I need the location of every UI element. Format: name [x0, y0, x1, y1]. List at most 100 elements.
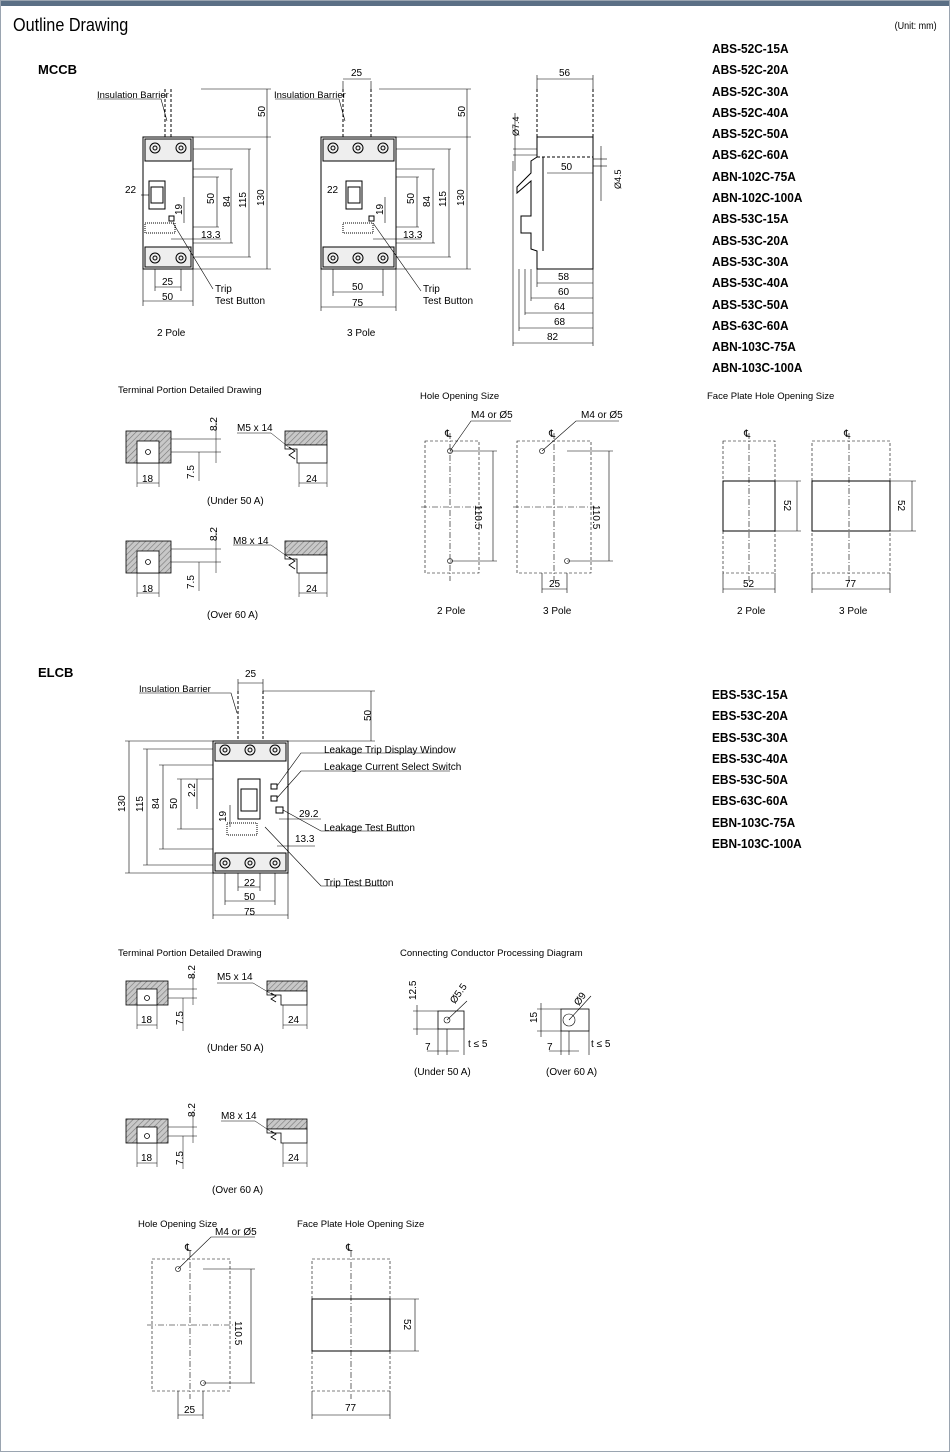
- insulation-barrier-label: Insulation Barrier: [139, 684, 211, 695]
- elcb-terminal-over60: [125, 1111, 308, 1169]
- elcb-heading: ELCB: [38, 665, 73, 680]
- centerline-icon: ℄: [444, 429, 452, 440]
- dim-label: 84: [422, 195, 433, 207]
- dim-label: 7: [425, 1042, 431, 1053]
- mccb-side-view: [516, 89, 594, 270]
- model-item: EBN-103C-100A: [712, 837, 802, 852]
- dim-label: 84: [222, 195, 233, 207]
- dim-label: 52: [401, 1319, 412, 1331]
- caption-3pole: 3 Pole: [543, 606, 572, 617]
- elcb-front: [212, 691, 289, 874]
- dim-label: Ø4.5: [613, 169, 623, 189]
- elcb-hole: [147, 1236, 255, 1419]
- dim-label: 24: [288, 1153, 300, 1164]
- conductor-title: Connecting Conductor Processing Diagram: [400, 948, 583, 959]
- model-item: ABS-63C-60A: [712, 318, 789, 333]
- dim-label: 25: [351, 68, 363, 79]
- dim-label: 115: [238, 192, 249, 208]
- under50-caption: (Under 50 A): [414, 1067, 471, 1078]
- dim-label: 22: [244, 878, 256, 889]
- model-item: EBS-53C-30A: [712, 730, 788, 745]
- model-item: EBS-53C-50A: [712, 773, 788, 788]
- model-item: ABS-62C-60A: [712, 148, 789, 163]
- dim-label: 18: [142, 474, 154, 485]
- mccb-model-list: ABS-52C-15A ABS-52C-20A ABS-52C-30A ABS-…: [712, 39, 807, 380]
- m4-label: M4 or Ø5: [215, 1227, 257, 1238]
- dim-label: 130: [256, 189, 267, 206]
- model-item: ABS-52C-20A: [712, 63, 789, 78]
- dim-label: 110.5: [590, 505, 601, 530]
- mccb-3pole-front: [320, 89, 397, 270]
- dim-label: 52: [781, 500, 792, 512]
- caption-2pole: 2 Pole: [157, 328, 186, 339]
- face-title: Face Plate Hole Opening Size: [707, 391, 834, 402]
- under50-caption: (Under 50 A): [207, 496, 264, 507]
- dim-label: 2.2: [187, 783, 198, 797]
- mccb-terminal-over60: [125, 531, 328, 597]
- caption-3pole: 3 Pole: [347, 328, 376, 339]
- dim-label: Ø7.4: [511, 116, 521, 136]
- centerline-icon: ℄: [743, 429, 751, 440]
- unit-label: (Unit: mm): [894, 21, 937, 32]
- dim-label: 50: [162, 292, 174, 303]
- dim-label: 110.5: [232, 1321, 243, 1346]
- leak-window-label: Leakage Trip Display Window: [324, 745, 457, 756]
- mccb-face-2pole: [722, 433, 801, 593]
- dim-label: 19: [218, 810, 229, 822]
- centerline-icon: ℄: [345, 1243, 353, 1254]
- mccb-hole-3pole: [513, 420, 619, 593]
- dim-label: 50: [363, 709, 374, 721]
- under50-caption: (Under 50 A): [207, 1043, 264, 1054]
- model-item: ABS-53C-40A: [712, 276, 789, 291]
- dim-label: 52: [743, 579, 755, 590]
- over60-caption: (Over 60 A): [546, 1067, 597, 1078]
- dim-label: 13.3: [403, 230, 423, 241]
- over60-caption: (Over 60 A): [212, 1185, 263, 1196]
- dim-label: 115: [438, 191, 449, 207]
- model-item: EBN-103C-75A: [712, 815, 796, 830]
- dim-label: 25: [245, 669, 257, 680]
- dim-label: 19: [174, 203, 185, 215]
- thickness-label: t ≤ 5: [591, 1039, 611, 1050]
- dim-label: 82: [547, 332, 559, 343]
- dim-label: 25: [162, 277, 174, 288]
- model-item: ABS-53C-15A: [712, 212, 789, 227]
- dim-label: 130: [456, 189, 467, 206]
- dim-label: 7: [547, 1042, 553, 1053]
- dim-label: 58: [558, 272, 570, 283]
- insulation-barrier-label: Insulation Barrier: [97, 90, 169, 101]
- dim-label: 50: [169, 797, 180, 809]
- m5-label: M5 x 14: [237, 423, 273, 434]
- dim-label: 75: [244, 907, 256, 918]
- dim-label: 22: [125, 185, 137, 196]
- dim-label: 50: [406, 192, 417, 204]
- dim-label: 8.2: [209, 527, 220, 541]
- caption-3pole: 3 Pole: [839, 606, 868, 617]
- model-item: ABN-102C-100A: [712, 191, 803, 206]
- dim-label: 50: [257, 105, 268, 117]
- mccb-2pole-dims: [97, 88, 271, 306]
- terminal-title: Terminal Portion Detailed Drawing: [118, 385, 262, 396]
- model-item: ABN-103C-75A: [712, 340, 796, 355]
- dim-label: 130: [117, 795, 128, 812]
- terminal-title: Terminal Portion Detailed Drawing: [118, 948, 262, 959]
- mccb-heading: MCCB: [38, 62, 77, 77]
- dim-label: 12.5: [408, 980, 419, 1000]
- dim-label: 50: [244, 892, 256, 903]
- m4-label: M4 or Ø5: [471, 410, 513, 421]
- model-item: ABS-53C-20A: [712, 233, 789, 248]
- test-button-label: Test Button: [423, 296, 473, 307]
- dim-label: 13.3: [201, 230, 221, 241]
- dim-label: 19: [375, 203, 386, 215]
- dim-label: Ø5.5: [448, 982, 470, 1006]
- dim-label: 7.5: [175, 1151, 186, 1165]
- dim-label: 8.2: [187, 965, 198, 979]
- dim-label: 18: [142, 584, 154, 595]
- dim-label: 50: [206, 192, 217, 204]
- elcb-face: [311, 1251, 419, 1419]
- dim-label: 60: [558, 287, 570, 298]
- dim-label: 77: [845, 579, 857, 590]
- insulation-barrier-label: Insulation Barrier: [274, 90, 346, 101]
- mccb-terminal-under50: [125, 421, 328, 487]
- hole-title: Hole Opening Size: [138, 1219, 217, 1230]
